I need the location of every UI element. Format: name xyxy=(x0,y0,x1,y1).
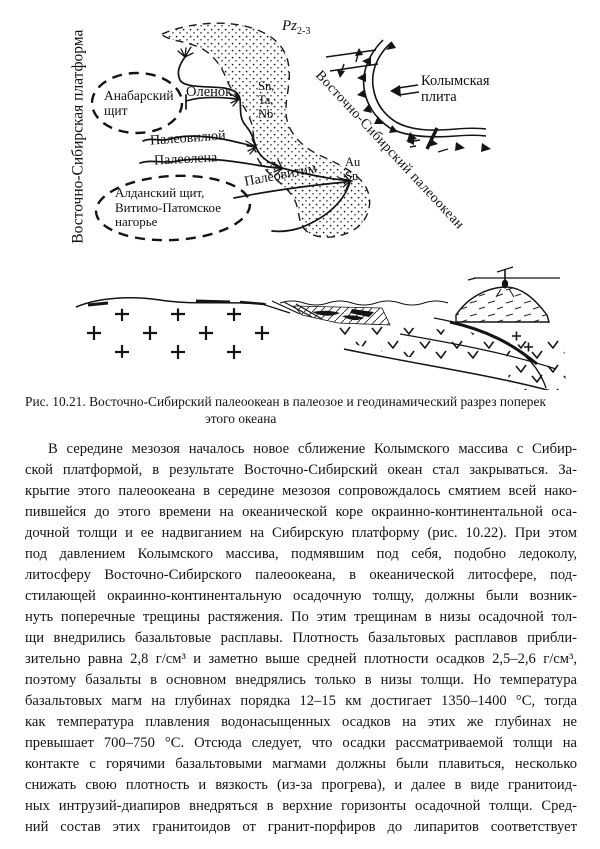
river-delta-icon xyxy=(177,46,194,58)
era-text: Pz xyxy=(282,18,297,34)
arrowheads-icon xyxy=(337,48,414,145)
label-minerals-sn-ta-nb: Sn, Ta, Nb xyxy=(258,79,275,121)
text-line: снижать свою плотность и вязкость (из-за… xyxy=(25,777,577,793)
shield-outlines xyxy=(90,71,252,242)
text-line: как температура плавления водонасыщенных… xyxy=(25,714,577,730)
thrust-teeth-icon xyxy=(357,42,491,152)
text-line: крытие этого палеоокеана в середине мезо… xyxy=(25,483,577,499)
paleo-rivers xyxy=(139,46,353,233)
oceanic-crust-right xyxy=(506,328,566,390)
text-line: стилающей окраинно-континентальную осадо… xyxy=(25,588,577,604)
text-line: ных интрузий-диапиров внедряться в верхн… xyxy=(25,798,577,814)
text-line: поэтому базальты в основном внедрялись т… xyxy=(25,672,577,688)
folded-sediments xyxy=(293,305,391,326)
volcano-icon xyxy=(495,266,515,298)
paragraph-text: В середине мезозоя началось новое сближе… xyxy=(25,439,577,838)
text-line: ской платформой, в результате Восточно-С… xyxy=(25,462,577,478)
label-olenek-river: Оленок xyxy=(186,84,233,100)
text-line: В середине мезозоя началось новое сближе… xyxy=(48,441,577,457)
text-line: зительно равна 2,8 г/см³ и заметно выше … xyxy=(25,651,577,667)
cross-section xyxy=(75,266,566,390)
anabar-shield-outline xyxy=(90,71,184,135)
figure-caption: Рис. 10.21. Восточно-Сибирский палеоокеа… xyxy=(25,394,575,427)
plate-motion-arrows xyxy=(325,49,449,153)
era-label: Pz2-3 xyxy=(282,18,310,37)
era-subscript: 2-3 xyxy=(297,26,311,37)
text-line: пившейся до этого времени на океаническо… xyxy=(25,504,577,520)
text-line: превышает 700–750 °С. Отсюда следует, чт… xyxy=(25,735,577,751)
text-line: ний состав этих гранитоидов от гранит-по… xyxy=(25,819,577,835)
caption-line-1: Рис. 10.21. Восточно-Сибирский палеоокеа… xyxy=(25,394,546,409)
caption-line-2: этого океана xyxy=(205,410,277,426)
platform-basement xyxy=(78,308,288,361)
text-line: нуть поперечные трещины растяжения. По э… xyxy=(25,609,577,625)
label-siberian-platform: Восточно-Сибирская платформа xyxy=(69,29,87,244)
stippled-sediment-band xyxy=(160,22,371,238)
thrust-slices xyxy=(261,300,323,320)
label-aldan-shield: Алданский щит, Витимо-Патомское нагорье xyxy=(115,185,221,230)
label-anabar-shield: Анабарский щит xyxy=(104,88,174,119)
dark-sediment-lenses xyxy=(312,309,374,321)
subduction-arc xyxy=(325,39,491,153)
aldan-shield-outline xyxy=(94,174,252,242)
text-line: литосферу Восточно-Сибирского палеоокеан… xyxy=(25,567,577,583)
label-paleolena-river: Палеолена xyxy=(153,150,218,169)
figure-10-21: Pz2-3 Восточно-Сибирская платформа Анаба… xyxy=(0,0,600,390)
paleogeography-figure-drawing xyxy=(75,22,566,390)
text-line: щи внедрились базальтовые расплавы. Плот… xyxy=(25,630,577,646)
label-kolyma-plate: Колымская плита xyxy=(421,73,490,106)
text-line: дочной толщи и ее надвиганием на Сибирск… xyxy=(25,525,577,541)
text-line: базальтовых магм на глубинах порядка 12–… xyxy=(25,693,577,709)
text-line: контакте с горячими базальтовыми магмами… xyxy=(25,756,577,772)
text-line: под давлением Колымского массива, подмяв… xyxy=(25,546,577,562)
oceanic-crust xyxy=(330,323,497,361)
accreted-terrane-mound xyxy=(455,286,550,323)
label-minerals-au-sn: Au Sn xyxy=(345,155,361,183)
